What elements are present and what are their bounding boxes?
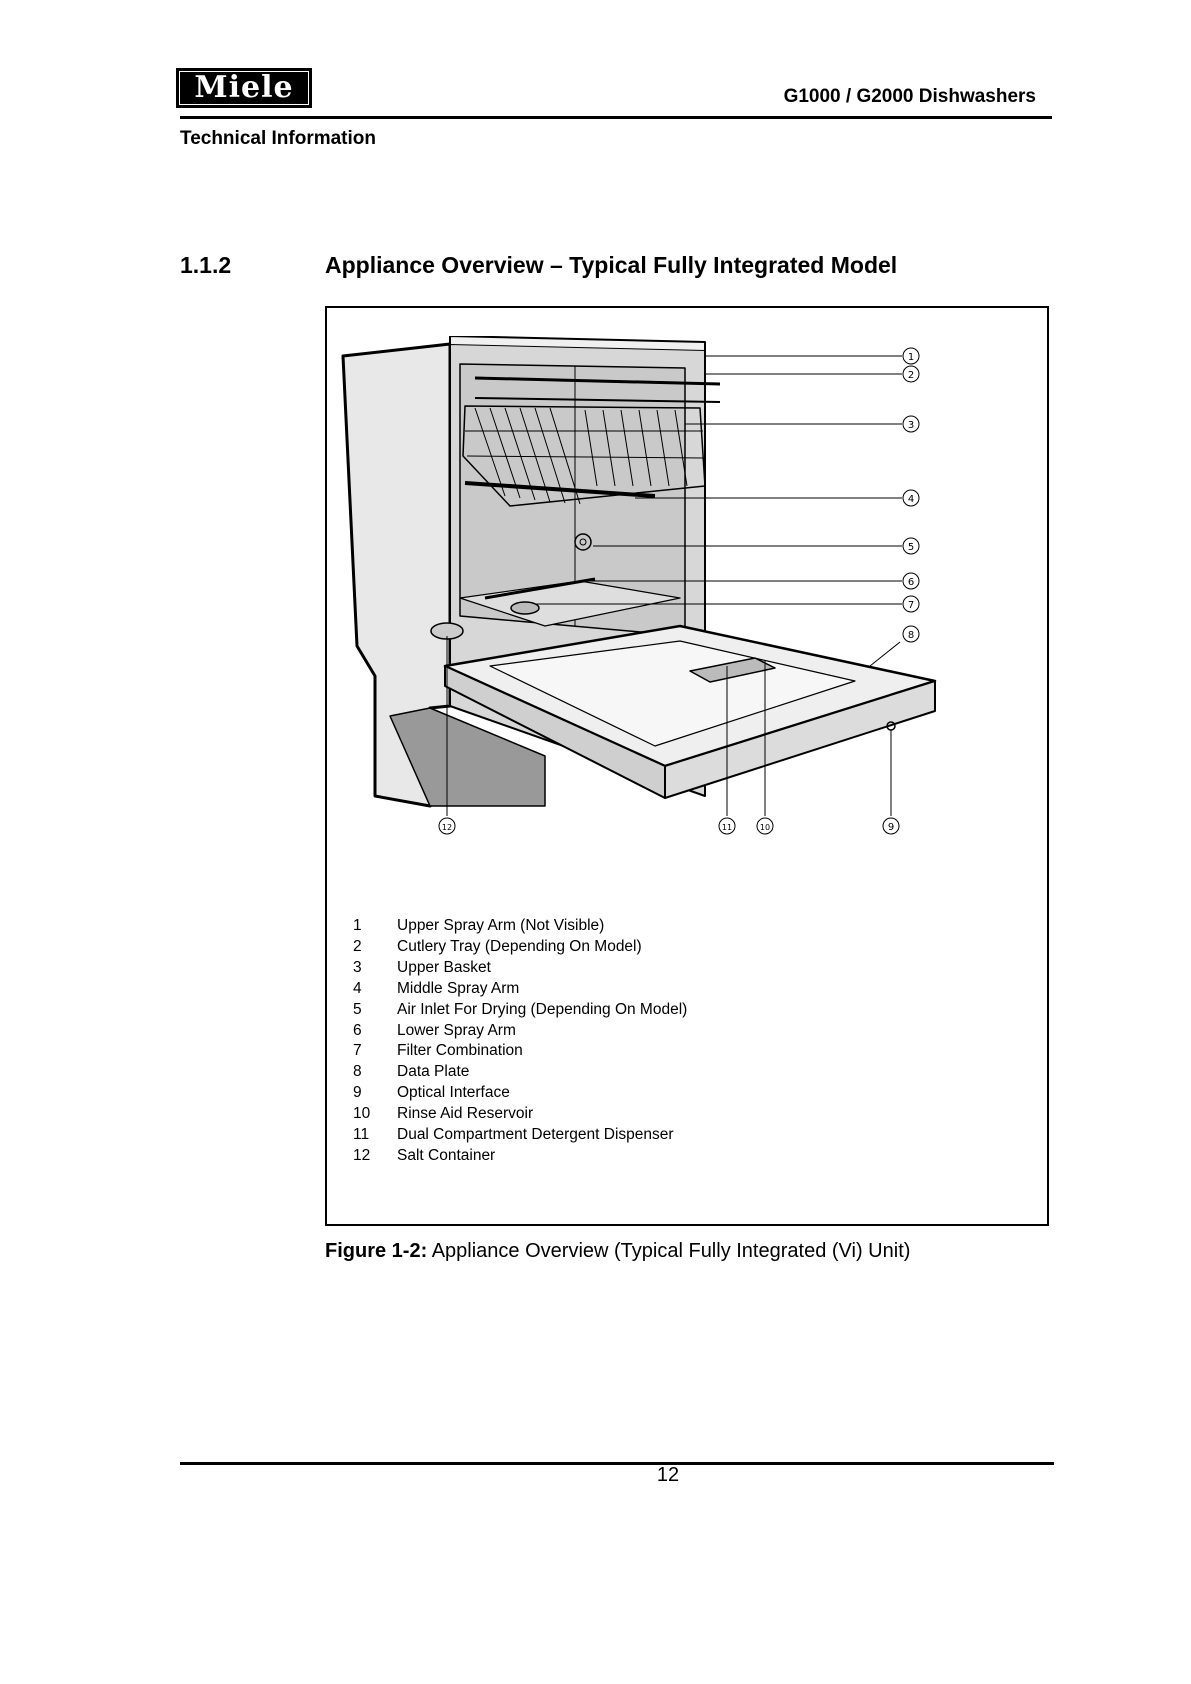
legend-item: 5 Air Inlet For Drying (Depending On Mode… [353, 1000, 687, 1021]
callout-8 [902, 625, 920, 643]
legend-item: 2 Cutlery Tray (Depending On Model) [353, 937, 687, 958]
heading-title: Appliance Overview – Typical Fully Integ… [325, 252, 898, 278]
legend-item: 3 Upper Basket [353, 958, 687, 979]
header-rule [180, 116, 1052, 119]
footer-rule [180, 1462, 1054, 1465]
legend-label: Air Inlet For Drying (Depending On Model… [397, 1000, 688, 1018]
callout-1 [902, 347, 920, 365]
callout-label-3: 3 [908, 420, 914, 431]
callout-label-9: 9 [888, 822, 894, 833]
figure-legend: 1 Upper Spray Arm (Not Visible) 2 Cutlery … [353, 916, 687, 1167]
callout-7 [902, 595, 920, 613]
legend-label: Cutlery Tray (Depending On Model) [397, 937, 642, 955]
legend-label: Upper Spray Arm (Not Visible) [397, 917, 605, 934]
legend-number: 1 [353, 917, 362, 934]
legend-number: 5 [353, 1000, 362, 1018]
heading-number: 1.1.2 [180, 252, 232, 278]
caption-text: Appliance Overview (Typical Fully Integr… [427, 1240, 911, 1262]
legend-number: 12 [353, 1146, 371, 1164]
callout-9 [882, 817, 900, 835]
logo-text: Miele [194, 70, 294, 105]
callout-label-7: 7 [908, 600, 914, 611]
callout-12 [438, 817, 456, 835]
legend-number: 7 [353, 1042, 362, 1060]
callout-label-12: 12 [442, 823, 452, 832]
legend-label: Rinse Aid Reservoir [397, 1105, 534, 1123]
legend-item: 9 Optical Interface [353, 1083, 687, 1104]
legend-item: 7 Filter Combination [353, 1041, 687, 1062]
callout-label-10: 10 [760, 823, 770, 832]
callout-label-8: 8 [908, 630, 914, 641]
legend-item: 10 Rinse Aid Reservoir [353, 1104, 687, 1125]
callout-label-6: 6 [908, 577, 914, 588]
callout-2 [902, 365, 920, 383]
legend-item: 1 Upper Spray Arm (Not Visible) [353, 916, 687, 937]
callout-6 [902, 572, 920, 590]
legend-item: 4 Middle Spray Arm [353, 979, 687, 1000]
page-number: 12 [656, 1464, 680, 1486]
legend-label: Lower Spray Arm [397, 1021, 516, 1039]
legend-label: Dual Compartment Detergent Dispenser [397, 1126, 674, 1144]
callout-5 [902, 537, 920, 555]
legend-number: 3 [353, 958, 362, 976]
legend-number: 4 [353, 979, 362, 997]
callout-label-1: 1 [908, 352, 914, 363]
miele-logo: Miele [176, 68, 312, 108]
callout-10 [756, 817, 774, 835]
legend-item: 6 Lower Spray Arm [353, 1021, 687, 1042]
callout-3 [902, 415, 920, 433]
legend-label: Upper Basket [397, 958, 491, 976]
callout-label-11: 11 [722, 823, 732, 832]
figure-frame [325, 306, 1049, 1226]
callout-label-4: 4 [908, 494, 914, 505]
callout-label-2: 2 [908, 370, 914, 381]
legend-label: Optical Interface [397, 1084, 510, 1102]
legend-item: 11 Dual Compartment Detergent Dispenser [353, 1125, 687, 1146]
document-title: G1000 / G2000 Dishwashers [783, 86, 1036, 107]
callout-4 [902, 489, 920, 507]
legend-number: 10 [353, 1105, 371, 1123]
legend-label: Filter Combination [397, 1042, 523, 1060]
logo-frame: Miele [179, 71, 309, 105]
legend-number: 9 [353, 1084, 362, 1102]
legend-label: Middle Spray Arm [397, 979, 520, 997]
legend-label: Data Plate [397, 1063, 470, 1081]
callout-11 [718, 817, 736, 835]
legend-label: Salt Container [397, 1146, 496, 1164]
figure-caption: Figure 1-2: Appliance Overview (Typical … [325, 1240, 910, 1263]
dishwasher-illustration: 1 2 3 4 5 6 7 8 9 10 11 12 [341, 336, 937, 835]
section-label: Technical Information [180, 128, 377, 149]
legend-item: 12 Salt Container [353, 1146, 687, 1167]
caption-label: Figure 1-2: [325, 1240, 428, 1262]
legend-item: 8 Data Plate [353, 1062, 687, 1083]
legend-number: 2 [353, 937, 362, 955]
callout-label-5: 5 [908, 542, 914, 553]
legend-number: 6 [353, 1021, 362, 1039]
legend-number: 8 [353, 1063, 362, 1081]
legend-number: 11 [353, 1126, 370, 1144]
